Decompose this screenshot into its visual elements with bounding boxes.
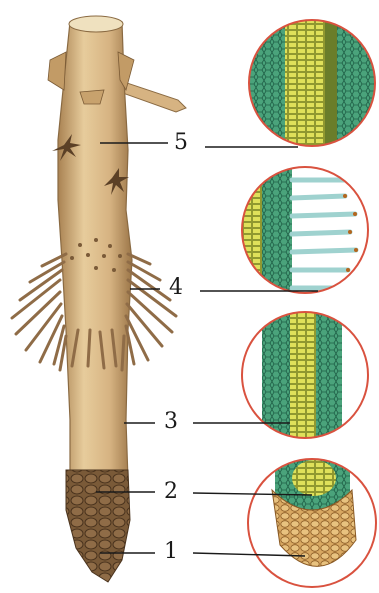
zone-label-5: 5 [174, 132, 188, 154]
lateral-rootlet [118, 80, 186, 112]
bark-flap [80, 90, 104, 104]
zone-label-2: 2 [164, 481, 178, 503]
zone-label-1: 1 [164, 541, 178, 563]
bark-flap [48, 52, 66, 90]
root-cut-surface [69, 16, 123, 32]
root-illustration [12, 16, 186, 582]
root-cap [66, 470, 130, 582]
magnified-zone-2 [240, 455, 379, 593]
magnified-zone-4 [235, 160, 379, 310]
magnified-zone-3 [235, 305, 379, 455]
magnified-zone-5 [240, 10, 379, 160]
zone-label-3: 3 [164, 411, 178, 433]
zone-label-4: 4 [169, 277, 183, 299]
